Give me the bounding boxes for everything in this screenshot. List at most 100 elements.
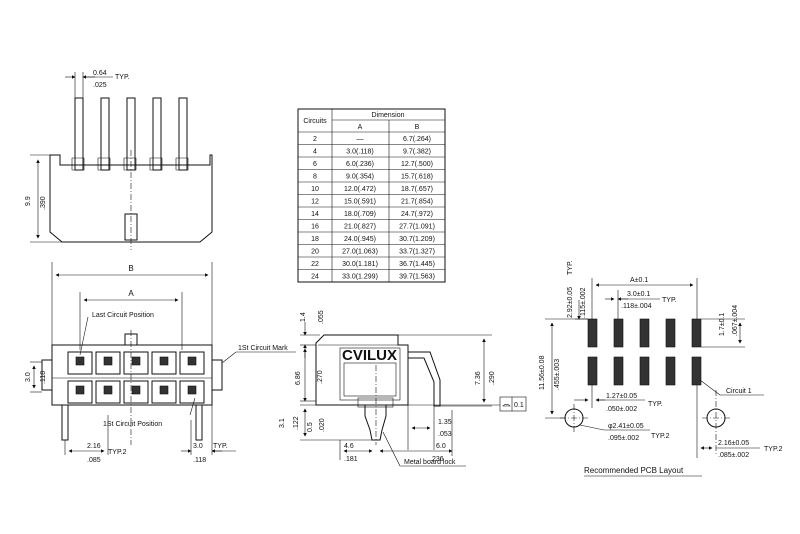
table-cell-c: 10 xyxy=(311,186,319,193)
table-cell-a: — xyxy=(357,136,364,143)
table-cell-b: 33.7(1.327) xyxy=(399,249,435,256)
side-d14-in-label: .055 xyxy=(318,310,325,324)
top-height-label: 9.9 xyxy=(25,196,32,206)
top-pitch-label: 0.64 xyxy=(93,70,107,77)
table-cell-b: 27.7(1.091) xyxy=(399,224,435,231)
pcb-pitch-typ-label: TYP. xyxy=(662,297,677,304)
table-cell-b: 24.7(.972) xyxy=(401,211,433,218)
table-cell-a: 30.0(1.181) xyxy=(342,261,378,268)
pcb-pitch-label: 3.0±0.1 xyxy=(627,291,650,298)
side-d46-in-label: .181 xyxy=(344,456,358,463)
flatness-label: 0.1 xyxy=(514,402,524,409)
table-header-dimension: Dimension xyxy=(371,112,404,119)
table-cell-a: 33.0(1.299) xyxy=(342,274,378,281)
table-header-circuits: Circuits xyxy=(303,118,327,125)
top-view-latch xyxy=(124,213,138,241)
table-cell-b: 12.7(.500) xyxy=(401,161,433,168)
table-cell-c: 16 xyxy=(311,224,319,231)
front-cavities xyxy=(67,351,205,404)
last-circuit-label: Last Circuit Position xyxy=(92,312,154,319)
table-cell-a: 3.0(.118) xyxy=(346,149,374,156)
table-cell-a: 6.0(.236) xyxy=(346,161,374,168)
side-d736-in-label: .290 xyxy=(489,371,496,385)
table-cell-c: 8 xyxy=(313,174,317,181)
brand-label: CVILUX xyxy=(342,347,397,364)
table-cell-a: 12.0(.472) xyxy=(344,186,376,193)
circuit1-label: Circuit 1 xyxy=(726,388,752,395)
pcb-a-label: A±0.1 xyxy=(630,277,648,284)
table-header-a: A xyxy=(358,124,363,131)
side-d686-label: 6.86 xyxy=(295,371,302,385)
table-cell-a: 18.0(.709) xyxy=(344,211,376,218)
side-view: CVILUX 1.4 .055 6.86 .270 3.1 .122 0.5 .… xyxy=(279,310,527,467)
side-d135-in-label: .053 xyxy=(438,431,452,438)
pcb-d216-in-label: .085±.002 xyxy=(718,452,749,459)
side-d135-label: 1.35 xyxy=(438,419,452,426)
pcb-d292-typ-label: TYP. xyxy=(567,260,574,275)
pcb-hole-in-label: .095±.002 xyxy=(608,435,639,442)
front-h3-label: 3.0 xyxy=(25,372,32,382)
first-circuit-label: 1St Circuit Position xyxy=(103,421,162,428)
front-view: B A xyxy=(25,262,296,464)
table-cell-c: 2 xyxy=(313,136,317,143)
pcb-hole-typ2-label: TYP.2 xyxy=(651,433,670,440)
pcb-d17-in-label: .067±.004 xyxy=(732,305,739,336)
table-cell-b: 15.7(.618) xyxy=(401,174,433,181)
table-cell-b: 6.7(.264) xyxy=(403,136,431,143)
board-lock-label: Metal board lock xyxy=(404,459,456,466)
pcb-d1156-in-label: .455±.003 xyxy=(554,359,561,390)
front-d216-in-label: .085 xyxy=(87,457,101,464)
side-d31-in-label: .122 xyxy=(293,416,300,430)
top-view-body xyxy=(49,154,213,243)
table-cell-a: 24.0(.945) xyxy=(344,236,376,243)
front-h3-in-label: .118 xyxy=(40,371,47,384)
table-cell-b: 39.7(1.563) xyxy=(399,274,435,281)
top-pitch-in-label: .025 xyxy=(93,82,107,89)
pcb-caption: Recommended PCB Layout xyxy=(584,466,684,475)
first-mark-label: 1St Circuit Mark xyxy=(238,345,288,352)
front-d216-label: 2.16 xyxy=(87,443,101,450)
side-d60-in-label: .236 xyxy=(430,456,444,463)
table-cell-b: 18.7(.657) xyxy=(401,186,433,193)
side-d686-in-label: .270 xyxy=(317,370,324,384)
table-rows: 2 — 6.7(.264) 4 3.0(.118) 9.7(.382) 6 6.0(.236)… xyxy=(298,136,445,283)
front-d30-label: 3.0 xyxy=(193,443,203,450)
front-typ-label: TYP. xyxy=(213,443,228,450)
table-cell-a: 15.0(.591) xyxy=(344,199,376,206)
pcb-pads xyxy=(587,318,702,386)
side-d05-label: 0.5 xyxy=(307,422,314,432)
table-cell-b: 30.7(1.209) xyxy=(399,236,435,243)
side-housing xyxy=(315,334,409,406)
pcb-d127-in-label: .050±.002 xyxy=(606,406,637,413)
top-typ-label: TYP. xyxy=(115,74,130,81)
pcb-d292-in-label: .115±.002 xyxy=(580,287,587,318)
table-cell-b: 21.7(.854) xyxy=(401,199,433,206)
pcb-d127-label: 1.27±0.05 xyxy=(606,393,637,400)
table-cell-a: 9.0(.354) xyxy=(346,174,374,181)
top-view-pins xyxy=(71,97,189,171)
table-cell-a: 27.0(1.063) xyxy=(342,249,378,256)
table-cell-c: 18 xyxy=(311,236,319,243)
table-cell-a: 21.0(.827) xyxy=(344,224,376,231)
flatness-box xyxy=(499,396,527,412)
front-d30-in-label: .118 xyxy=(193,457,206,464)
side-d31-label: 3.1 xyxy=(279,418,286,428)
table-cell-c: 4 xyxy=(313,149,317,156)
pcb-d216-typ2-label: TYP.2 xyxy=(764,446,783,453)
table-cell-b: 9.7(.382) xyxy=(403,149,431,156)
table-cell-c: 22 xyxy=(311,261,319,268)
side-d46-label: 4.6 xyxy=(344,443,354,450)
side-d05-in-label: .020 xyxy=(319,418,326,432)
pcb-d292-label: 2.92±0.05 xyxy=(567,287,574,318)
pcb-d216-label: 2.16±0.05 xyxy=(718,440,749,447)
front-housing xyxy=(51,344,213,406)
table-cell-c: 6 xyxy=(313,161,317,168)
top-height-in-label: .390 xyxy=(40,196,47,210)
top-view: 0.64 .025 TYP. 9.9 .390 xyxy=(25,70,213,250)
pcb-layout: A±0.1 3.0±0.1 .118±.004 TYP. xyxy=(539,260,783,477)
metal-board-lock xyxy=(364,405,387,441)
side-d60-label: 6.0 xyxy=(436,443,446,450)
side-d14-label: 1.4 xyxy=(300,312,307,322)
